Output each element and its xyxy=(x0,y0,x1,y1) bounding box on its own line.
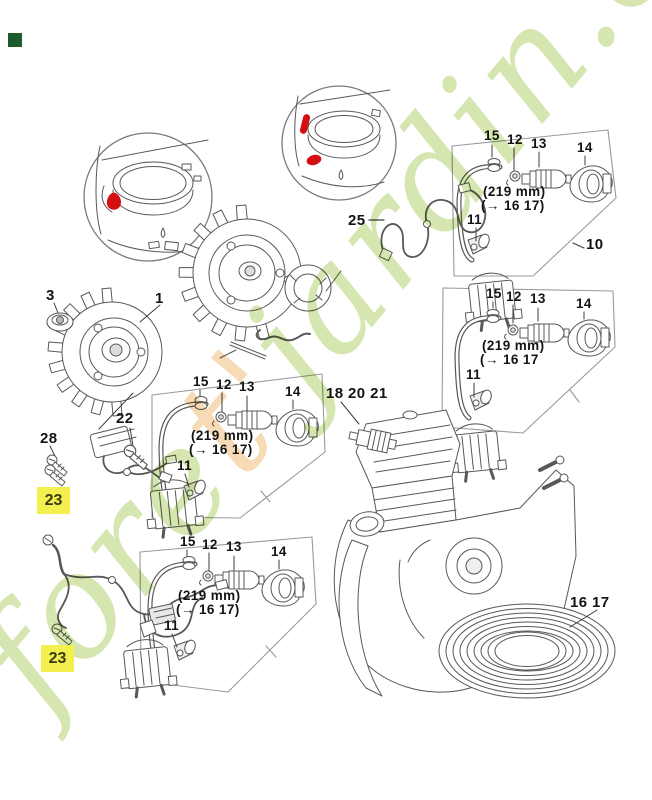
callout-15: 15 xyxy=(193,374,209,389)
wire-harness-25 xyxy=(368,182,487,262)
callout-28: 28 xyxy=(40,430,58,447)
ref-note: (→ 16 17) xyxy=(189,442,253,457)
red-marker xyxy=(306,154,322,166)
ignition-group-3 xyxy=(141,389,319,541)
screw-28 xyxy=(46,445,68,477)
ref-note: (→ 16 17) xyxy=(176,602,240,617)
ref-note: (→ 16 17) xyxy=(481,198,545,213)
flywheel-top-drawing xyxy=(178,204,342,360)
callout-11: 11 xyxy=(177,458,193,473)
callout-15: 15 xyxy=(180,534,196,549)
pawl-ring-drawing xyxy=(284,264,342,312)
callout-15: 15 xyxy=(484,128,500,143)
red-marker xyxy=(106,192,121,210)
callout-11: 11 xyxy=(467,212,483,227)
callout-18-20-21: 18 20 21 xyxy=(326,385,388,402)
callout-11: 11 xyxy=(466,367,482,382)
callout-3: 3 xyxy=(46,287,55,304)
callout-1: 1 xyxy=(155,290,164,307)
ignition-group-1 xyxy=(456,144,613,334)
rod-drawing xyxy=(219,341,267,360)
callout-14: 14 xyxy=(285,384,301,399)
callout-12: 12 xyxy=(507,132,523,147)
lead-coil-drawing xyxy=(438,603,616,699)
callout-14: 14 xyxy=(577,140,593,155)
screw-23-lower xyxy=(51,623,73,646)
red-marker xyxy=(299,114,311,134)
flywheel-main-drawing xyxy=(47,287,163,417)
callout-13: 13 xyxy=(226,539,242,554)
nut-drawing xyxy=(46,302,74,332)
spark-plug-drawing xyxy=(348,428,398,454)
length-note: (219 mm) xyxy=(482,338,545,353)
callout-13: 13 xyxy=(530,291,546,306)
ref-note: (→ 16 17 xyxy=(480,352,539,367)
engine-drawing xyxy=(333,409,577,697)
callout-16-17: 16 17 xyxy=(570,594,610,611)
callout-13: 13 xyxy=(239,379,255,394)
detail-circle-top xyxy=(281,85,397,201)
callout-15: 15 xyxy=(486,286,502,301)
highlighted-part-23-upper: 23 xyxy=(37,487,70,514)
length-note: (219 mm) xyxy=(483,184,546,199)
ignition-group-2 xyxy=(444,301,611,485)
length-note: (219 mm) xyxy=(178,588,241,603)
callout-25: 25 xyxy=(348,212,366,229)
callout-14: 14 xyxy=(576,296,592,311)
callout-11: 11 xyxy=(164,618,180,633)
callout-10: 10 xyxy=(586,236,604,253)
screw-22 xyxy=(123,427,148,470)
corner-marker xyxy=(8,33,22,47)
callout-22: 22 xyxy=(116,410,134,427)
callout-14: 14 xyxy=(271,544,287,559)
callout-12: 12 xyxy=(202,537,218,552)
detail-circle-left xyxy=(83,132,213,262)
callout-12: 12 xyxy=(216,377,232,392)
highlighted-part-23-lower: 23 xyxy=(41,645,74,672)
callout-12: 12 xyxy=(506,289,522,304)
wire-harness-bottom-left xyxy=(42,534,229,638)
length-note: (219 mm) xyxy=(191,428,254,443)
trigger-assembly-drawing xyxy=(89,392,178,484)
callout-13: 13 xyxy=(531,136,547,151)
